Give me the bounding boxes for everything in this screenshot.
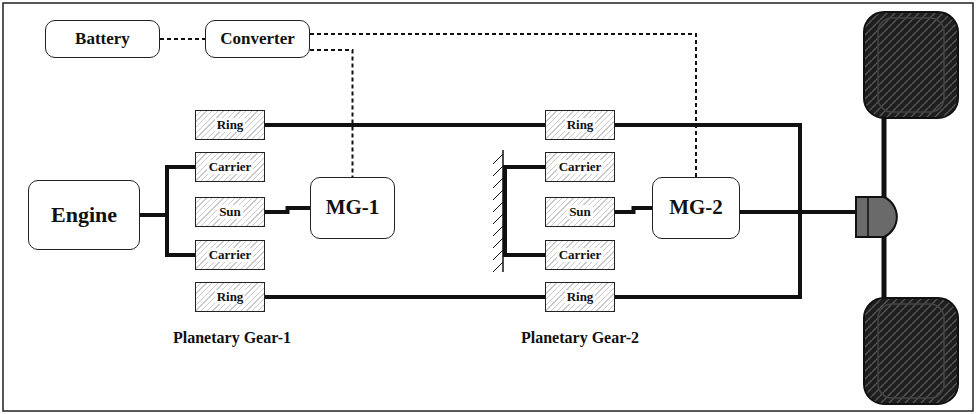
component-box: Battery xyxy=(45,20,160,58)
node-label: Battery xyxy=(75,30,130,49)
output-shafts xyxy=(615,125,856,297)
shaft-link xyxy=(140,215,195,255)
electric-link xyxy=(310,34,696,177)
shaft-link xyxy=(265,208,310,212)
gear-member-box: Carrier xyxy=(545,152,615,182)
node-label: MG-1 xyxy=(326,196,380,219)
node-label: Ring xyxy=(215,290,246,304)
node-label: Ring xyxy=(565,290,596,304)
node-label: Ring xyxy=(565,118,596,132)
component-box: MG-2 xyxy=(652,177,740,239)
node-label: Engine xyxy=(51,203,117,227)
shaft-link xyxy=(265,123,545,127)
frame-border xyxy=(3,3,973,411)
gear-member-box: Ring xyxy=(195,110,265,140)
component-box: Engine xyxy=(28,180,140,250)
shaft-link xyxy=(265,295,545,299)
wheel xyxy=(864,298,958,404)
node-label: Converter xyxy=(220,30,295,49)
gear-member-box: Carrier xyxy=(545,240,615,270)
differential xyxy=(856,197,897,237)
differential-detail xyxy=(867,197,869,237)
gear-member-box: Carrier xyxy=(195,152,265,182)
shaft-link xyxy=(140,167,195,215)
gear-member-box: Ring xyxy=(195,282,265,312)
node-label: Ring xyxy=(215,118,246,132)
node-label: Carrier xyxy=(557,160,604,174)
gear-member-box: Sun xyxy=(195,197,265,227)
gear-caption: Planetary Gear-2 xyxy=(510,328,650,348)
node-label: Sun xyxy=(217,205,243,219)
gear-member-box: Sun xyxy=(545,197,615,227)
electric-link xyxy=(310,50,353,177)
component-box: Converter xyxy=(205,20,310,58)
component-box: MG-1 xyxy=(310,177,395,239)
node-label: Sun xyxy=(567,205,593,219)
node-label: Carrier xyxy=(207,248,254,262)
electric-link xyxy=(160,38,205,40)
node-label: Carrier xyxy=(207,160,254,174)
wheel xyxy=(864,12,958,118)
node-label: Carrier xyxy=(557,248,604,262)
shaft-link xyxy=(615,208,652,212)
node-label: MG-2 xyxy=(669,196,723,219)
gear-caption: Planetary Gear-1 xyxy=(162,328,302,348)
gear-member-box: Ring xyxy=(545,282,615,312)
gear-member-box: Ring xyxy=(545,110,615,140)
gear-member-box: Carrier xyxy=(195,240,265,270)
ground-symbol xyxy=(493,150,545,272)
